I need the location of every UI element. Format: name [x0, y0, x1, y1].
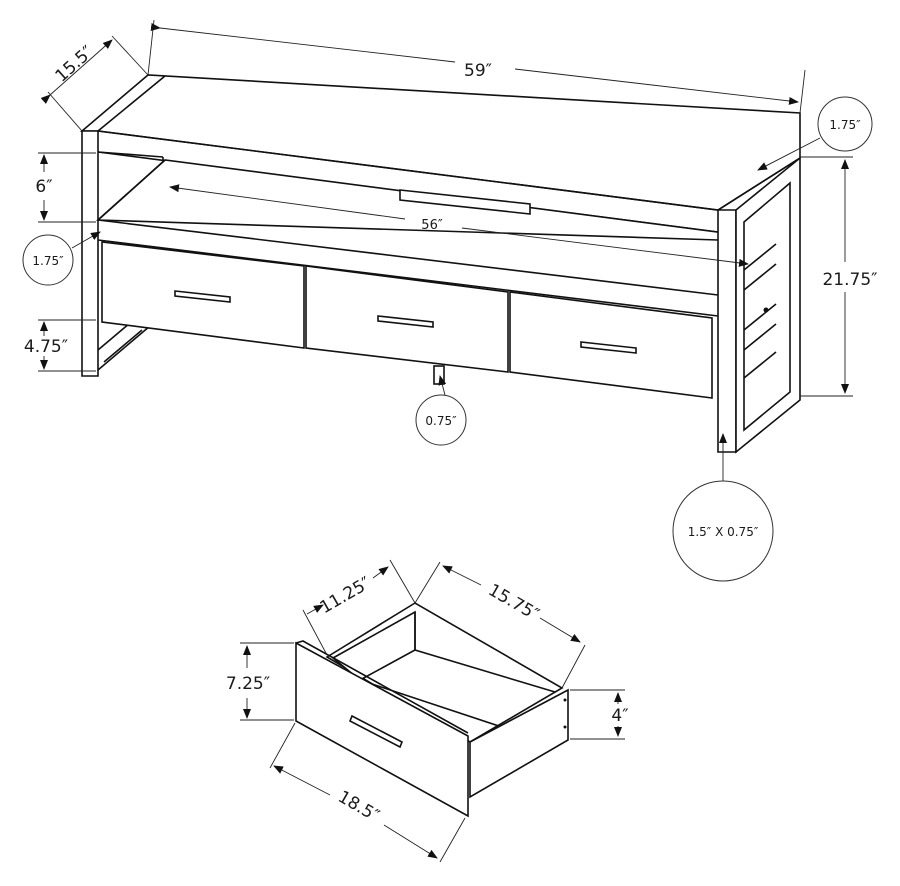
drawer-side-height-label: 4″ — [611, 706, 628, 726]
center-leg-callout — [415, 394, 467, 446]
shelf-opening-label: 6″ — [35, 177, 52, 197]
overall-width-label: 59″ — [464, 61, 492, 81]
drawer-depth-label: 15.75″ — [485, 580, 543, 625]
inner-width-label: 56″ — [421, 218, 443, 233]
leg-profile-label: 1.5″ X 0.75″ — [688, 525, 759, 539]
right-top-thickness-callout — [817, 96, 873, 152]
depth-label: 15.5″ — [52, 42, 98, 86]
drawer-interior-width-label: 11.25″ — [317, 573, 375, 618]
floor-clearance-label: 4.75″ — [24, 337, 68, 357]
tv-stand-drawing — [79, 74, 801, 454]
drawer-drawing — [295, 602, 569, 818]
right-top-thickness-label: 1.75″ — [829, 118, 861, 132]
stand-dimensions: 59″ 15.5″ 6″ 1.75″ 4.75″ 56″ 1.75″ — [22, 19, 878, 582]
drawer-front-height-label: 7.25″ — [226, 674, 270, 694]
drawer-front-width-label: 18.5″ — [334, 787, 382, 826]
left-top-thickness-callout — [22, 234, 74, 286]
left-top-thickness-label: 1.75″ — [32, 254, 64, 268]
height-label: 21.75″ — [822, 270, 877, 290]
center-leg-label: 0.75″ — [425, 414, 457, 428]
